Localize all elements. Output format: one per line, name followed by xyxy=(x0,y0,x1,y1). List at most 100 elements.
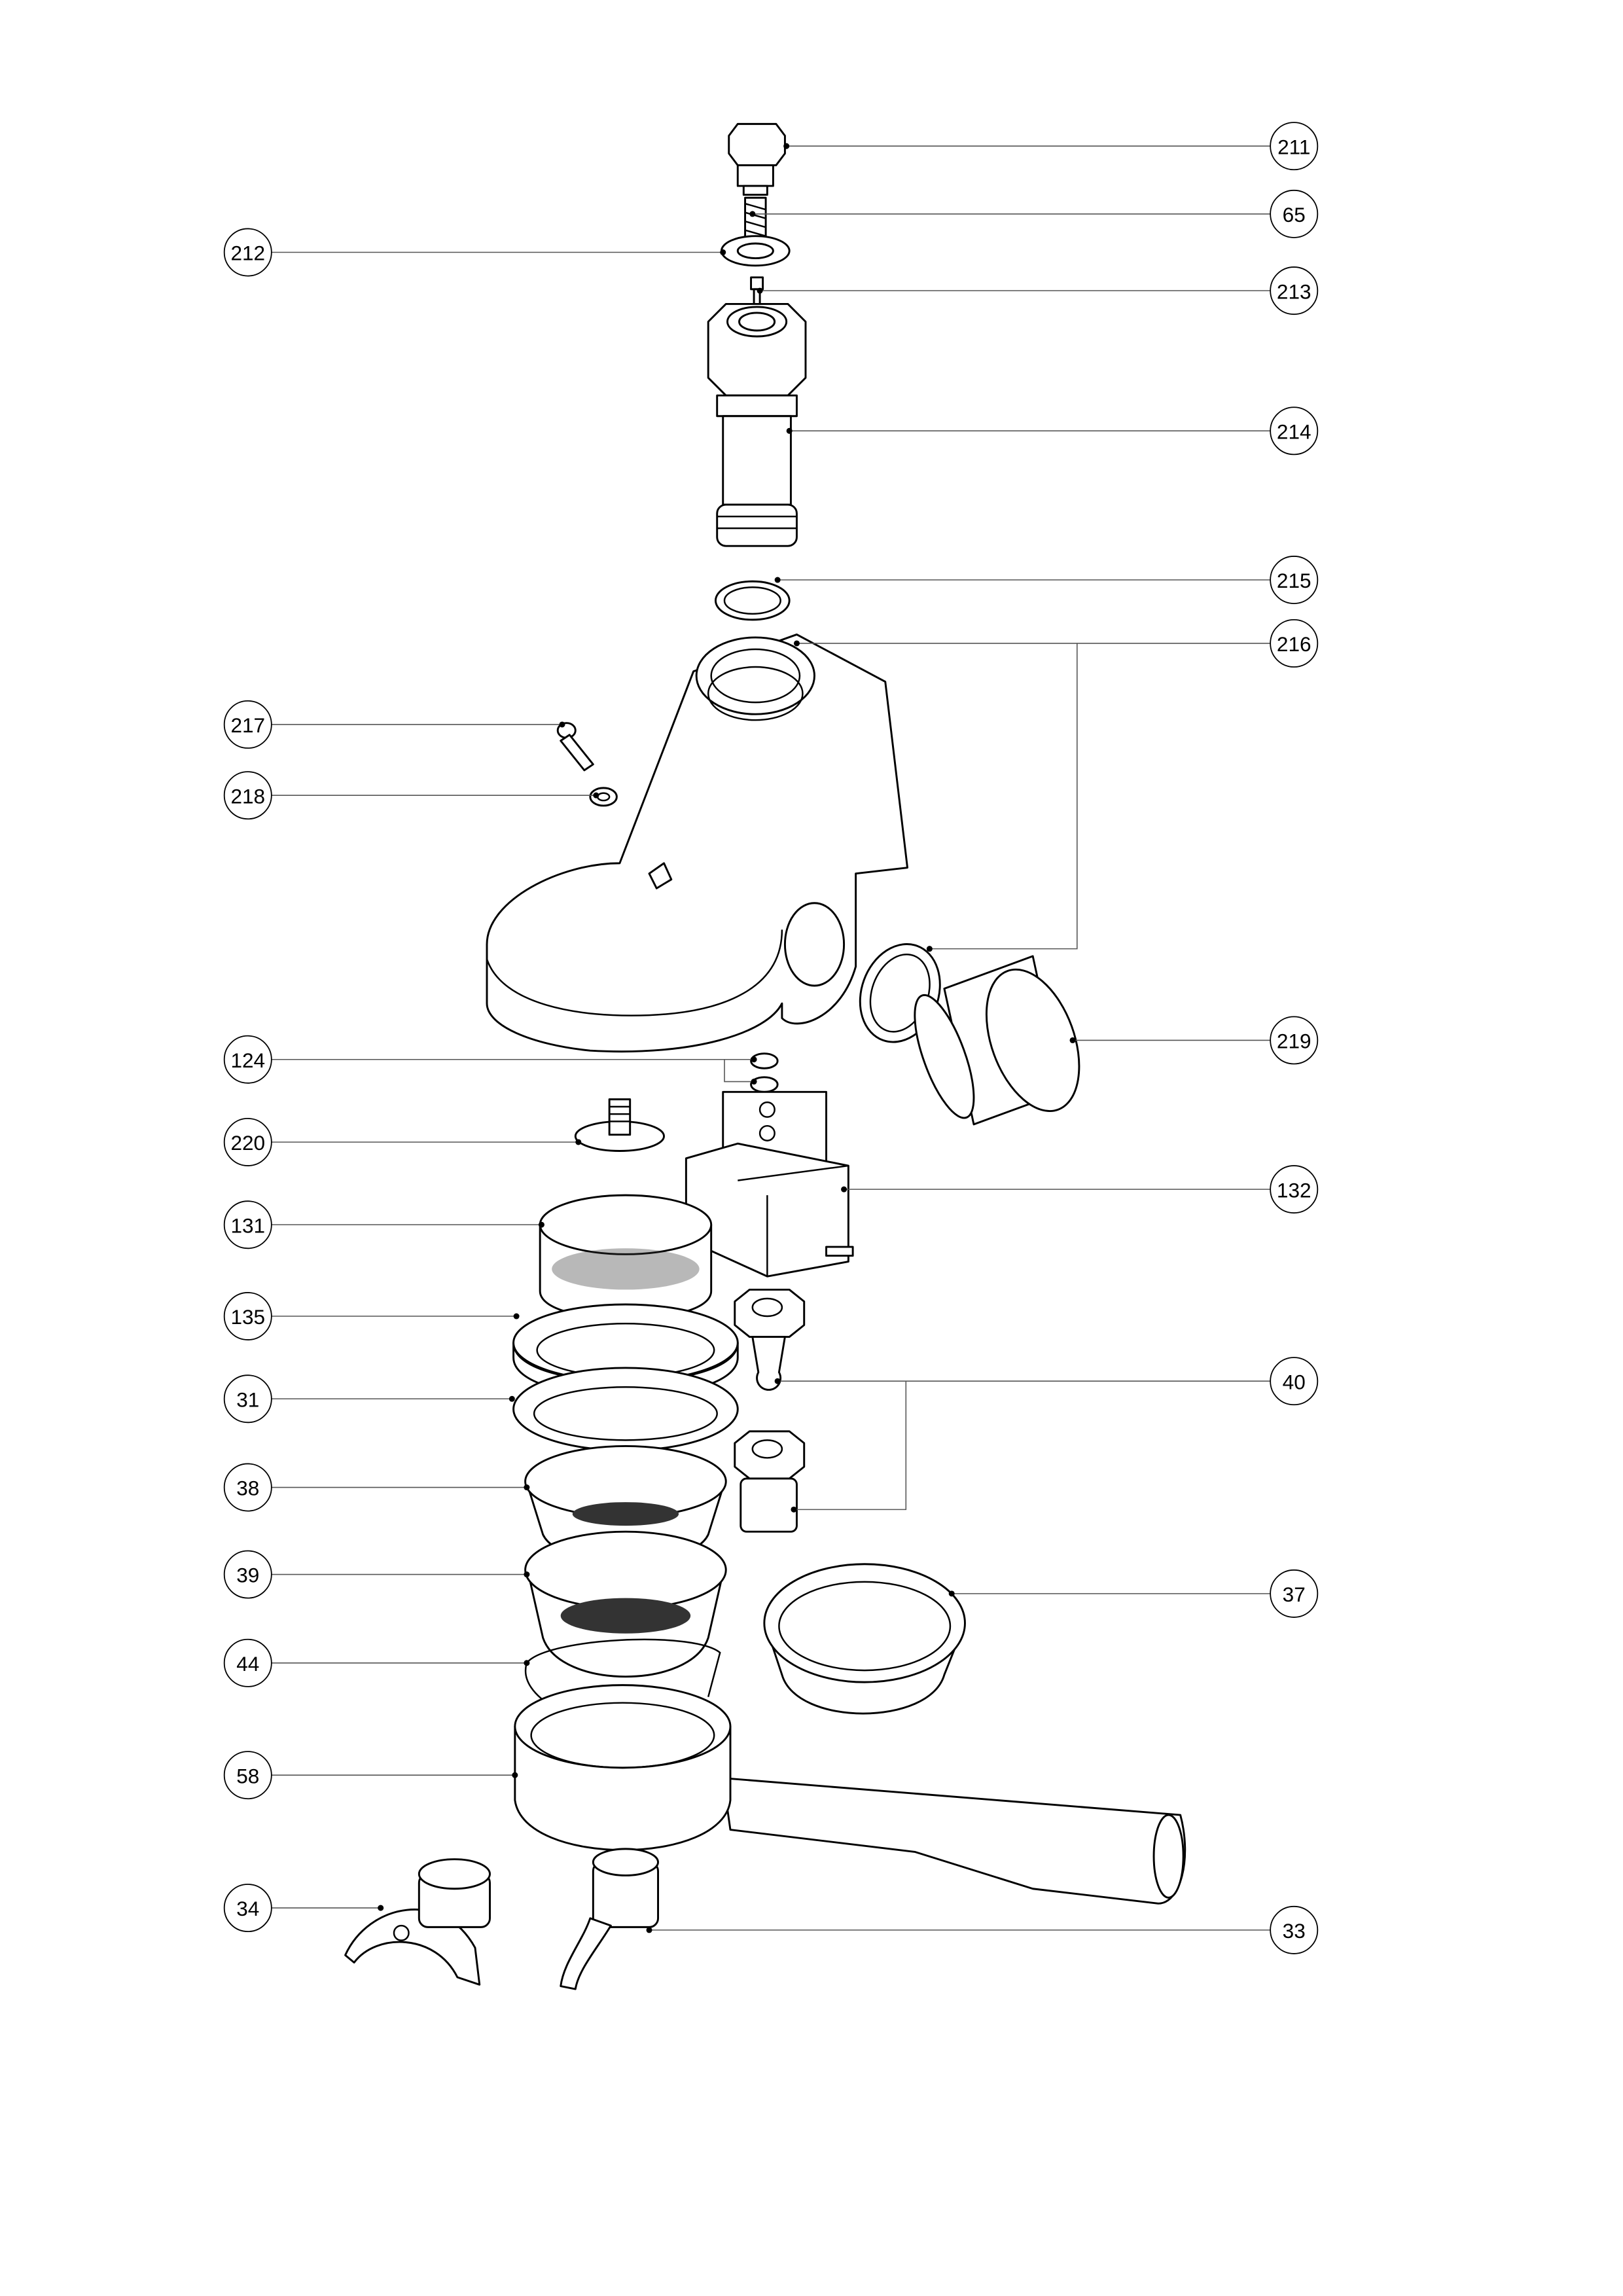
callout-number: 214 xyxy=(1277,420,1311,443)
callout-circle xyxy=(1270,122,1319,171)
callout-217: 217 xyxy=(223,700,565,749)
leader-dot xyxy=(508,1395,515,1402)
washer-hole xyxy=(736,242,774,260)
part-217-screw xyxy=(556,722,594,772)
leader-dot xyxy=(538,1221,544,1228)
callout-circle xyxy=(223,1035,272,1084)
parts xyxy=(344,122,1186,1990)
callout-number: 132 xyxy=(1277,1178,1311,1202)
callout-circle xyxy=(223,700,272,749)
leader-dot xyxy=(524,1571,530,1578)
leader-dot xyxy=(512,1772,518,1778)
callouts: 2116521221321421521621721821912422013213… xyxy=(223,122,1319,1954)
callout-circle xyxy=(1270,1357,1319,1406)
callout-211: 211 xyxy=(783,122,1319,171)
leader-dot xyxy=(524,1484,530,1491)
group-head-body xyxy=(486,633,909,1053)
callout-34: 34 xyxy=(223,1884,384,1933)
callout-number: 124 xyxy=(230,1049,265,1072)
callout-number: 44 xyxy=(236,1652,259,1676)
callout-circle xyxy=(1270,189,1319,238)
callout-circle xyxy=(223,1884,272,1933)
callout-37: 37 xyxy=(948,1569,1319,1618)
part-37-filter-basket xyxy=(763,1563,966,1715)
leader-dot xyxy=(786,427,793,434)
callout-44: 44 xyxy=(223,1638,530,1687)
part-33-spout xyxy=(560,1848,659,1990)
callout-circle xyxy=(223,1200,272,1249)
callout-132: 132 xyxy=(841,1165,1319,1214)
leader-dot xyxy=(757,287,763,294)
callout-number: 38 xyxy=(236,1477,259,1500)
leader-branch xyxy=(929,643,1078,950)
callout-number: 131 xyxy=(230,1213,265,1237)
callout-131: 131 xyxy=(223,1200,544,1249)
leader-dot xyxy=(378,1905,384,1911)
callout-33: 33 xyxy=(646,1905,1319,1954)
leader-line xyxy=(271,1058,755,1083)
callout-number: 31 xyxy=(236,1388,259,1411)
callout-39: 39 xyxy=(223,1550,530,1599)
part-214-fitting xyxy=(707,302,807,547)
callout-219: 219 xyxy=(1069,1016,1319,1065)
callout-circle xyxy=(1270,556,1319,604)
callout-40: 40 xyxy=(774,1357,1319,1513)
callout-circle xyxy=(1270,1165,1319,1214)
callout-number: 216 xyxy=(1277,632,1311,656)
leader-dot xyxy=(751,1056,757,1063)
callout-58: 58 xyxy=(223,1751,518,1800)
leader-dot xyxy=(1069,1037,1076,1043)
callout-number: 218 xyxy=(230,784,265,808)
part-218-washer xyxy=(589,787,618,807)
leader-dot xyxy=(841,1186,847,1193)
part-131-shower-screen xyxy=(539,1194,713,1320)
part-31-ring xyxy=(512,1367,739,1452)
callout-214: 214 xyxy=(786,406,1319,456)
callout-circle xyxy=(223,228,272,277)
callout-number: 219 xyxy=(1277,1030,1311,1053)
leader-dot xyxy=(720,249,726,256)
leader-dot xyxy=(751,1079,757,1085)
callout-circle xyxy=(1270,406,1319,456)
callout-number: 33 xyxy=(1283,1919,1306,1943)
callout-number: 211 xyxy=(1277,135,1310,158)
leader-dot xyxy=(749,211,756,217)
callout-circle xyxy=(1270,1905,1319,1954)
callout-circle xyxy=(223,1292,272,1340)
leader-dot xyxy=(646,1927,652,1933)
callout-number: 213 xyxy=(1277,279,1311,303)
part-220-diffuser-screw xyxy=(574,1098,666,1152)
callout-circle xyxy=(1270,266,1319,315)
leader-dot xyxy=(774,1378,781,1384)
callout-number: 217 xyxy=(230,713,265,737)
callout-number: 220 xyxy=(230,1131,265,1155)
callout-circle xyxy=(223,1118,272,1166)
callout-number: 37 xyxy=(1283,1583,1306,1606)
callout-number: 34 xyxy=(236,1897,259,1920)
leader-dot xyxy=(783,143,790,149)
leader-dot xyxy=(926,946,933,952)
callout-circle xyxy=(223,1463,272,1512)
callout-circle xyxy=(223,1374,272,1424)
leader-dot xyxy=(593,792,599,798)
leader-dot xyxy=(793,640,800,647)
callout-212: 212 xyxy=(223,228,726,277)
callout-number: 39 xyxy=(236,1564,259,1587)
part-211-bolt xyxy=(728,122,786,196)
part-132-solenoid xyxy=(685,1090,854,1278)
callout-circle xyxy=(1270,1016,1319,1065)
part-124-oring xyxy=(750,1052,779,1069)
callout-218: 218 xyxy=(223,771,599,820)
callout-circle xyxy=(1270,1569,1319,1618)
callout-circle xyxy=(223,1550,272,1599)
callout-135: 135 xyxy=(223,1292,520,1340)
callout-number: 215 xyxy=(1277,569,1311,592)
callout-number: 135 xyxy=(230,1305,265,1329)
leader-branch xyxy=(793,1381,907,1511)
oring-inner xyxy=(723,586,781,615)
leader-dot xyxy=(774,577,781,583)
callout-circle xyxy=(1270,619,1319,668)
leader-dot xyxy=(948,1590,955,1597)
